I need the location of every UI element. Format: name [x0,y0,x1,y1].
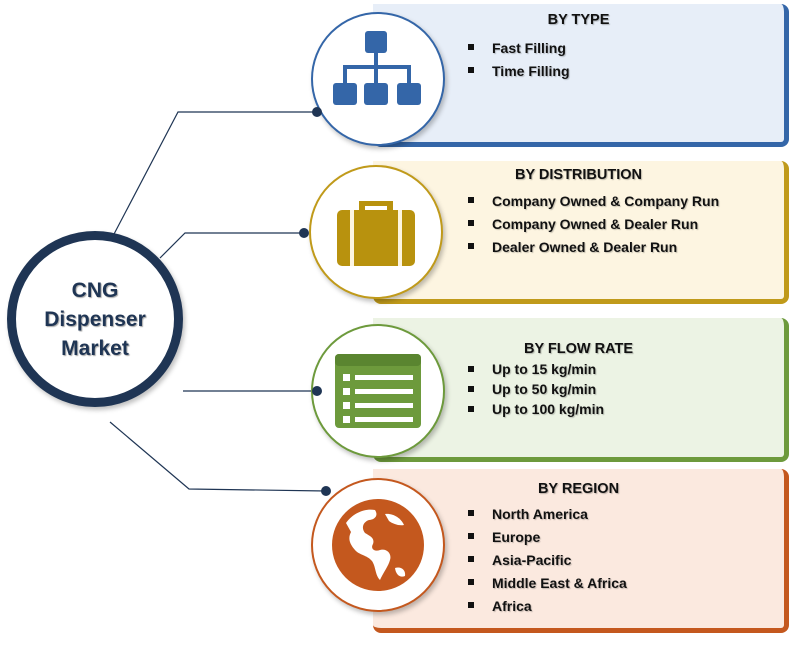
bullet-icon [468,366,474,372]
list-item: Up to 50 kg/min [468,379,604,399]
hierarchy-icon [333,31,421,105]
bullet-icon [468,579,474,585]
list-item: Dealer Owned & Dealer Run [468,236,719,259]
list-icon [335,354,421,428]
list-item: Fast Filling [468,37,570,60]
bullet-icon [468,220,474,226]
bullet-icon [468,406,474,412]
segment-list: Company Owned & Company Run Company Owne… [468,190,719,259]
icon-circle-distribution [309,165,443,299]
icon-circle-flow-rate [311,324,445,458]
globe-icon [332,499,424,591]
connector-dot [299,228,309,238]
connector-region [109,421,327,492]
list-item: Africa [468,595,627,618]
bullet-icon [468,197,474,203]
list-item: Europe [468,526,627,549]
connector-dot [312,386,322,396]
market-hub-circle: CNG Dispenser Market [7,231,183,407]
list-item: Asia-Pacific [468,549,627,572]
list-item: Company Owned & Company Run [468,190,719,213]
list-item: Middle East & Africa [468,572,627,595]
bullet-icon [468,44,474,50]
connector-distribution [159,232,303,259]
segment-heading: BY FLOW RATE [523,341,633,357]
list-item: Time Filling [468,60,570,83]
bullet-icon [468,67,474,73]
hub-title: CNG Dispenser Market [44,278,146,360]
segment-heading: BY REGION [537,481,620,497]
segment-heading: BY DISTRIBUTION [514,167,643,183]
list-item: Up to 15 kg/min [468,359,604,379]
bullet-icon [468,533,474,539]
bullet-icon [468,386,474,392]
icon-circle-region [311,478,445,612]
connector-dot [321,486,331,496]
briefcase-icon [337,201,415,266]
segment-list: Up to 15 kg/min Up to 50 kg/min Up to 10… [468,359,604,419]
segment-list: Fast Filling Time Filling [468,37,570,83]
connector-dot [312,107,322,117]
segment-heading: BY TYPE [547,12,610,28]
bullet-icon [468,510,474,516]
segment-list: North America Europe Asia-Pacific Middle… [468,503,627,618]
bullet-icon [468,602,474,608]
list-item: Company Owned & Dealer Run [468,213,719,236]
bullet-icon [468,243,474,249]
connector-type [112,111,316,237]
icon-circle-type [311,12,445,146]
list-item: Up to 100 kg/min [468,399,604,419]
list-item: North America [468,503,627,526]
bullet-icon [468,556,474,562]
